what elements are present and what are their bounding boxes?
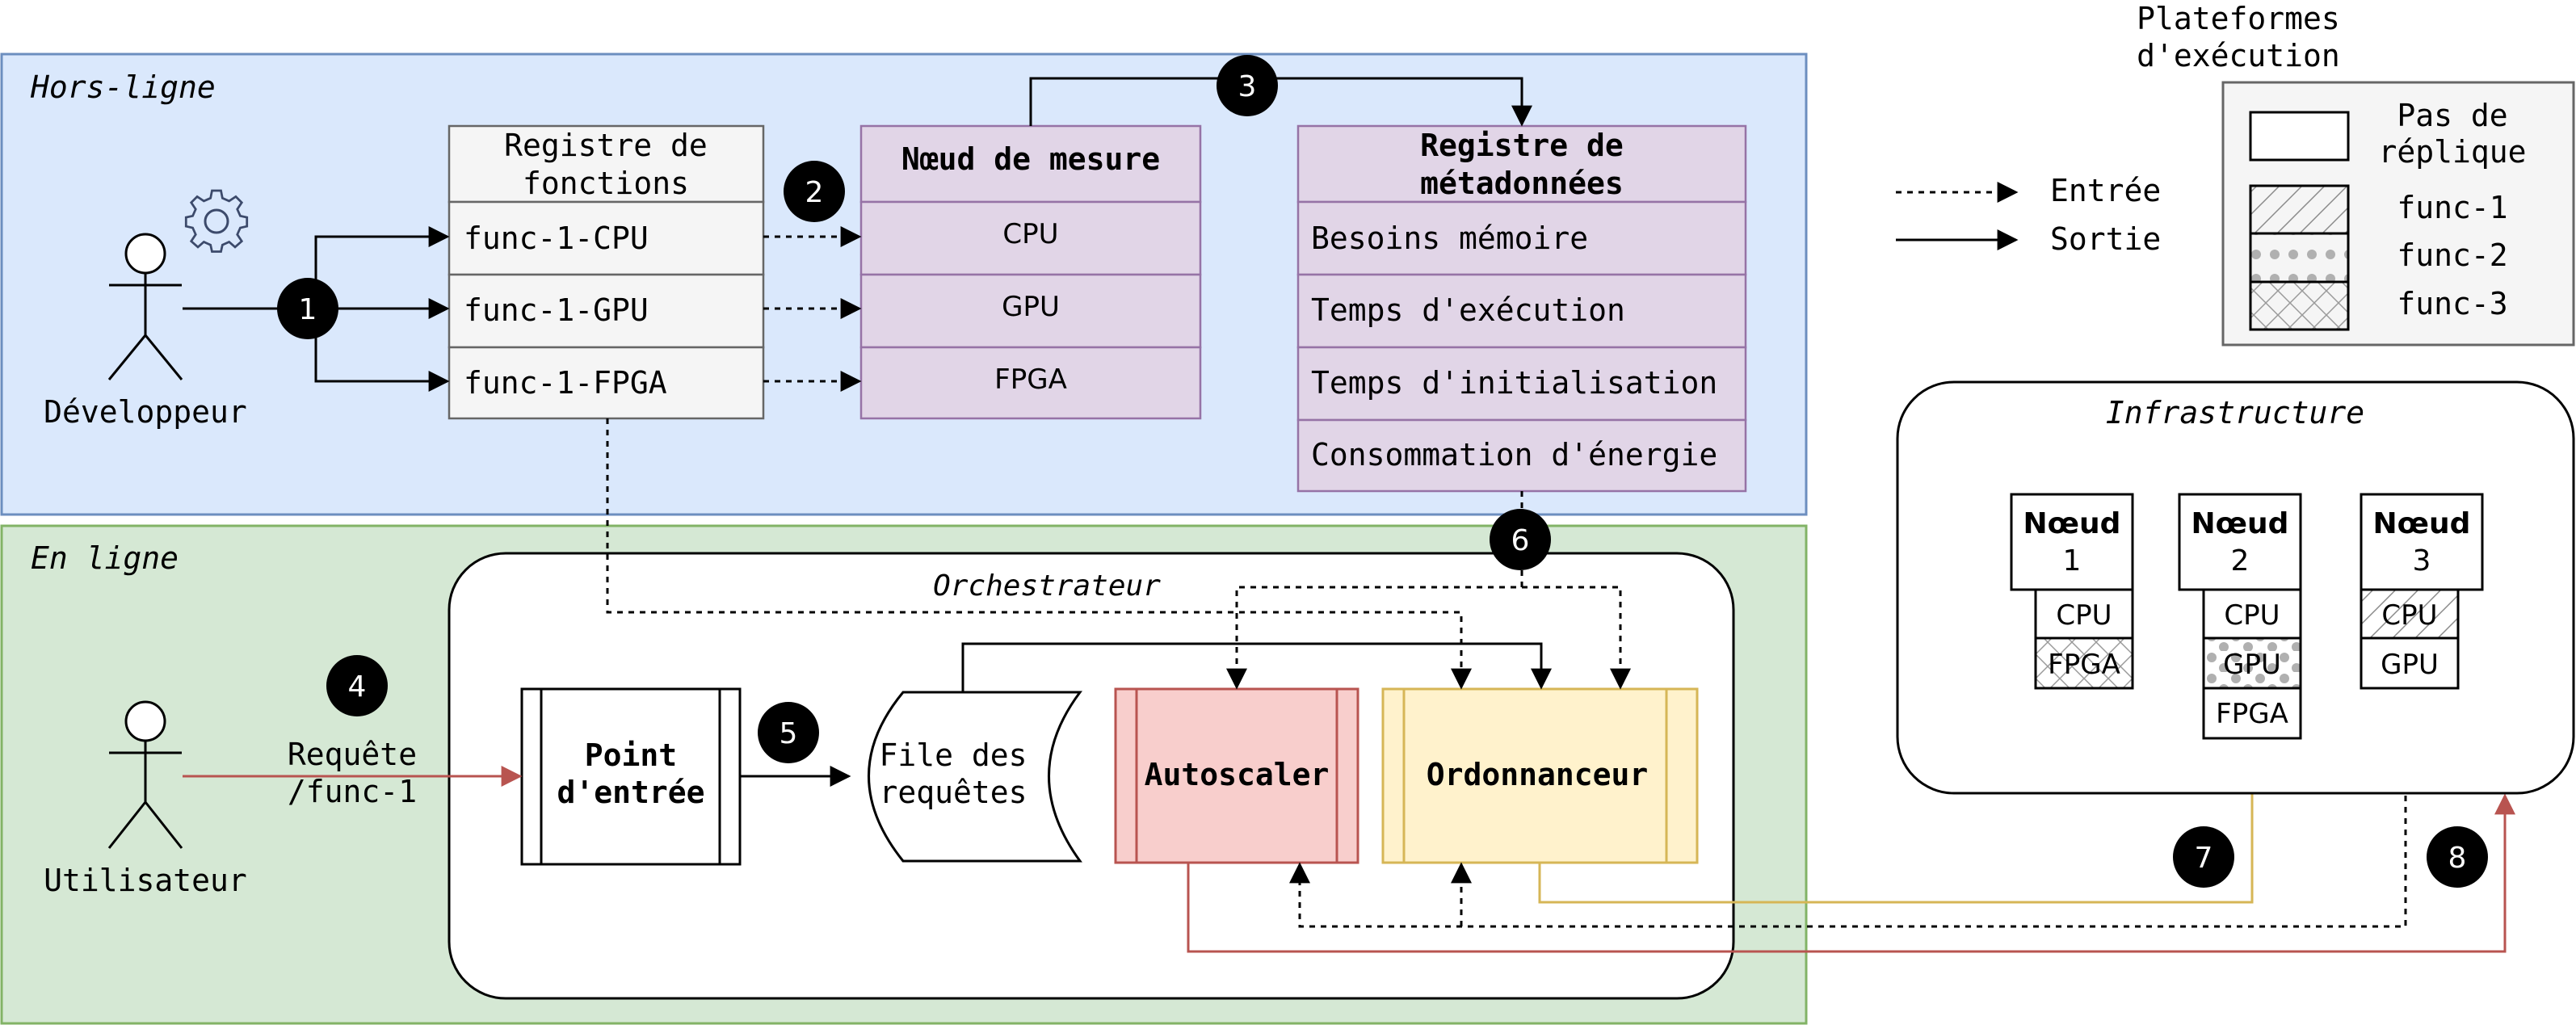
svg-text:7: 7 bbox=[2195, 842, 2213, 875]
user-actor bbox=[107, 700, 183, 849]
metadata-row-exec-time: Temps d'exécution bbox=[1311, 292, 1625, 328]
infrastructure: Infrastructure Nœud 1 CPU FPGA Nœud 2 CP… bbox=[1896, 380, 2575, 795]
legend-func1: func-1 bbox=[2397, 190, 2507, 225]
svg-text:CPU: CPU bbox=[2056, 599, 2112, 632]
request-label-line1: Requête bbox=[288, 737, 417, 772]
developer-actor bbox=[107, 233, 183, 380]
step-badge-1: 1 bbox=[277, 278, 338, 339]
legend-sortie: Sortie bbox=[2050, 221, 2161, 257]
step-badge-8: 8 bbox=[2427, 826, 2488, 888]
metadata-header-line1: Registre de bbox=[1420, 128, 1624, 163]
svg-text:Nœud: Nœud bbox=[2373, 507, 2471, 540]
legend-swatch-func3 bbox=[2249, 280, 2350, 331]
measure-row-gpu: GPU bbox=[1002, 291, 1060, 323]
node1-fpga bbox=[2034, 636, 2134, 690]
autoscaler-to-infra-arrow bbox=[1187, 793, 2515, 953]
node2-cpu bbox=[2202, 588, 2302, 640]
registry-header-line1: Registre de bbox=[504, 128, 708, 163]
svg-text:Nœud: Nœud bbox=[2023, 507, 2121, 540]
step-badge-5: 5 bbox=[758, 702, 819, 763]
queue-line2: requêtes bbox=[879, 775, 1027, 810]
infra-node-1: Nœud 1 CPU FPGA bbox=[2010, 493, 2134, 690]
legend-swatch-func2 bbox=[2249, 232, 2350, 284]
measure-header: Nœud de mesure bbox=[901, 141, 1160, 177]
step-badge-6: 6 bbox=[1490, 509, 1551, 570]
step-badge-7: 7 bbox=[2173, 826, 2234, 888]
svg-text:5: 5 bbox=[780, 717, 798, 750]
svg-text:1: 1 bbox=[2063, 544, 2082, 578]
metadata-header-line2: métadonnées bbox=[1420, 166, 1624, 201]
legend-no-replica-line1: Pas de bbox=[2397, 98, 2507, 133]
svg-text:GPU: GPU bbox=[2223, 649, 2281, 681]
step-badge-4: 4 bbox=[326, 655, 388, 716]
svg-text:GPU: GPU bbox=[2381, 649, 2439, 681]
svg-text:4: 4 bbox=[348, 670, 367, 704]
request-queue: File des requêtes bbox=[868, 691, 1082, 863]
user-label: Utilisateur bbox=[44, 863, 247, 898]
platforms-legend: Pas de réplique func-1 func-2 func-3 bbox=[2221, 81, 2575, 347]
svg-text:3: 3 bbox=[1238, 70, 1257, 103]
gear-icon bbox=[184, 189, 249, 253]
svg-text:Nœud: Nœud bbox=[2191, 507, 2289, 540]
metadata-row-init-time: Temps d'initialisation bbox=[1311, 365, 1717, 401]
svg-text:6: 6 bbox=[1511, 524, 1530, 557]
registry-header-line2: fonctions bbox=[523, 166, 689, 201]
function-registry: Registre de fonctions func-1-CPU func-1-… bbox=[448, 124, 765, 420]
svg-text:8: 8 bbox=[2448, 842, 2467, 875]
svg-text:1: 1 bbox=[299, 293, 317, 326]
arrow-legend: Entrée Sortie bbox=[1896, 173, 2161, 257]
measurement-node: Nœud de mesure CPU GPU FPGA bbox=[859, 124, 1202, 420]
metadata-row-memory: Besoins mémoire bbox=[1311, 221, 1588, 256]
scheduler-to-infra-arrow bbox=[1538, 737, 2263, 904]
svg-text:CPU: CPU bbox=[2224, 599, 2280, 632]
legend-swatch-func1 bbox=[2249, 184, 2350, 235]
offline-zone-label: Hors-ligne bbox=[30, 69, 216, 105]
step-badge-3: 3 bbox=[1217, 55, 1278, 116]
registry-row-fpga: func-1-FPGA bbox=[464, 365, 667, 401]
svg-text:2: 2 bbox=[2231, 544, 2250, 578]
registry-to-measure-arrows bbox=[763, 226, 862, 392]
queue-to-scheduler-arrow bbox=[961, 642, 1552, 692]
svg-text:CPU: CPU bbox=[2381, 599, 2437, 632]
legend-func3: func-3 bbox=[2397, 286, 2507, 321]
svg-text:3: 3 bbox=[2413, 544, 2431, 578]
infra-node-3: Nœud 3 CPU GPU bbox=[2360, 493, 2484, 690]
legend-swatch-none bbox=[2249, 111, 2350, 162]
entry-point: Point d'entrée bbox=[520, 687, 742, 866]
legend-func2: func-2 bbox=[2397, 237, 2507, 273]
measure-row-fpga: FPGA bbox=[994, 363, 1067, 396]
autoscaler-label: Autoscaler bbox=[1145, 757, 1330, 792]
svg-text:FPGA: FPGA bbox=[2216, 698, 2288, 730]
metadata-row-energy: Consommation d'énergie bbox=[1311, 437, 1717, 473]
online-zone-label: En ligne bbox=[31, 540, 179, 576]
entry-point-line2: d'entrée bbox=[557, 775, 704, 810]
legend-no-replica-line2: réplique bbox=[2378, 134, 2526, 170]
request-label-line2: /func-1 bbox=[288, 774, 417, 809]
platforms-legend-title-line1: Plateformes bbox=[2137, 1, 2340, 36]
platforms-legend-title-line2: d'exécution bbox=[2137, 38, 2340, 74]
registry-row-gpu: func-1-GPU bbox=[464, 292, 649, 328]
node2-fpga bbox=[2202, 687, 2302, 740]
autoscaler: Autoscaler bbox=[1114, 687, 1359, 864]
scheduler: Ordonnanceur bbox=[1381, 687, 1699, 864]
infrastructure-title: Infrastructure bbox=[2106, 395, 2364, 431]
node3-gpu bbox=[2360, 636, 2460, 690]
queue-line1: File des bbox=[879, 737, 1027, 773]
measure-row-cpu: CPU bbox=[1002, 218, 1058, 250]
metadata-registry: Registre de métadonnées Besoins mémoire … bbox=[1296, 124, 1747, 493]
developer-label: Développeur bbox=[44, 394, 247, 430]
orchestrator-title: Orchestrateur bbox=[933, 569, 1161, 603]
scheduler-label: Ordonnanceur bbox=[1427, 757, 1649, 792]
registry-row-cpu: func-1-CPU bbox=[464, 221, 649, 256]
entry-point-line1: Point bbox=[585, 737, 677, 773]
svg-text:FPGA: FPGA bbox=[2048, 649, 2120, 681]
svg-text:2: 2 bbox=[805, 176, 824, 209]
node3-cpu bbox=[2360, 588, 2460, 640]
infra-node-2: Nœud 2 CPU GPU FPGA bbox=[2178, 493, 2302, 740]
infra-feedback-dashed bbox=[1289, 796, 2407, 928]
legend-entree: Entrée bbox=[2050, 173, 2161, 208]
step-badge-2: 2 bbox=[784, 161, 845, 222]
